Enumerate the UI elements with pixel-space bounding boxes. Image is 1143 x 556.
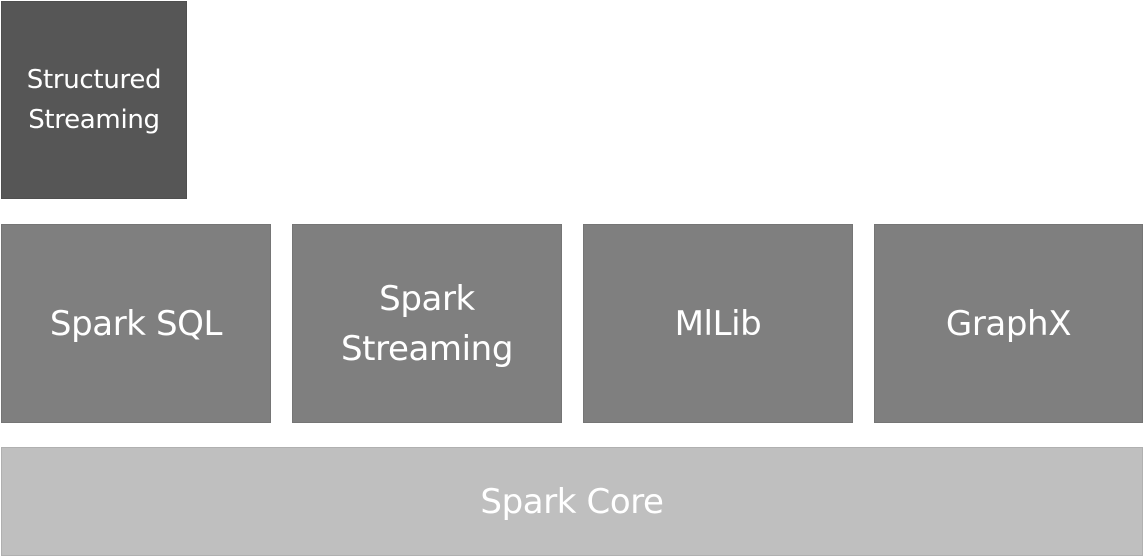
- spark-core-block: Spark Core: [1, 447, 1143, 556]
- spark-sql-label: Spark SQL: [49, 303, 223, 344]
- graphx-label: GraphX: [945, 303, 1072, 344]
- spark-core-label: Spark Core: [480, 481, 664, 522]
- graphx-block: GraphX: [874, 224, 1143, 423]
- spark-sql-block: Spark SQL: [1, 224, 271, 423]
- mllib-label: MlLib: [674, 303, 762, 344]
- mllib-block: MlLib: [583, 224, 853, 423]
- structured-streaming-label: Structured Streaming: [26, 65, 162, 135]
- structured-streaming-block: Structured Streaming: [1, 1, 187, 199]
- spark-streaming-label: Spark Streaming: [341, 278, 513, 369]
- spark-streaming-block: Spark Streaming: [292, 224, 562, 423]
